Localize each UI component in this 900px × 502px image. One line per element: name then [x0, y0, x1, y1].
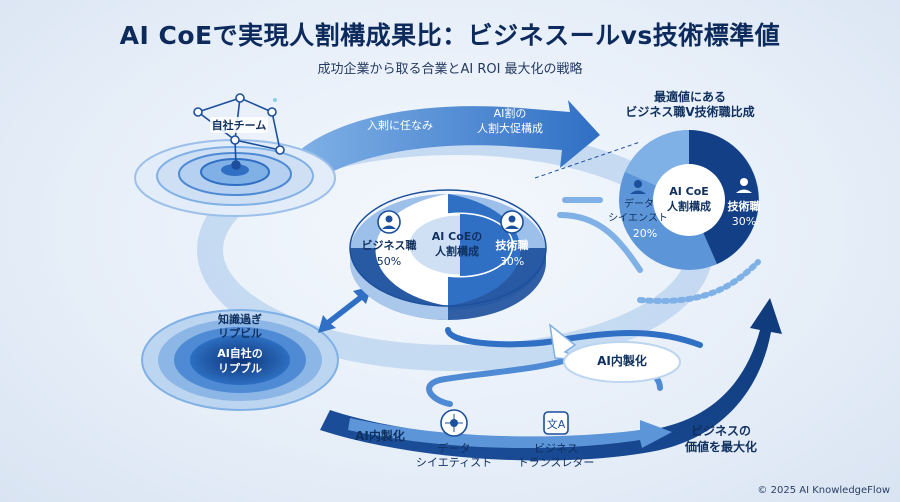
tech-person-icon — [500, 210, 524, 234]
center-title-2: 人割構成 — [435, 245, 479, 258]
data-scientist-label-1: データ — [437, 442, 471, 455]
optimal-title-1: AI CoE — [669, 185, 709, 198]
arrow-right-text-2: 人割大促構成 — [477, 122, 543, 135]
tech-label: 技術職 — [495, 239, 529, 252]
business-pct: 50% — [376, 255, 402, 268]
scientist-icon — [630, 180, 646, 194]
ripple-outer-2: リプビル — [218, 327, 262, 340]
business-label: ビジネス職 — [361, 239, 417, 252]
tech-pct: 30% — [499, 255, 525, 268]
svg-text:文A: 文A — [547, 417, 566, 431]
optimal-title-2: 人割構成 — [667, 200, 711, 213]
callout-line — [534, 141, 641, 179]
optimal-heading-1: 最適値にある — [653, 90, 726, 104]
inhouse-right-label: AI内製化 — [597, 354, 647, 368]
maximize-label-2: 価値を最大化 — [684, 440, 757, 454]
center-ring — [349, 189, 547, 320]
optimal-tech-pct: 30% — [731, 215, 757, 228]
ds-pct: 20% — [632, 227, 658, 240]
optimal-heading-2: ビジネス職V技術職比成 — [625, 105, 755, 119]
arrow-left-text: 入剌に任なみ — [367, 119, 433, 132]
flow-lines — [426, 197, 761, 407]
page-subtitle: 成功企業から取る合業とAI ROI 最大化の戦略 — [317, 62, 583, 77]
engineer-icon — [736, 178, 752, 193]
double-arrow — [318, 286, 372, 333]
ripple-inner-2: リプブル — [218, 362, 262, 375]
optimal-tech-label: 技術職 — [727, 200, 761, 213]
top-arrow — [300, 100, 600, 178]
ds-label-2: シイエンスト — [608, 213, 668, 224]
network-icon — [193, 93, 285, 170]
inhouse-badge — [563, 341, 681, 383]
translator-label-1: ビジネス — [534, 442, 578, 455]
arrow-right-text-1: AI割の — [493, 107, 527, 120]
center-title-1: AI CoEの — [431, 230, 483, 243]
team-label: 自社チーム — [211, 119, 267, 132]
inhouse-left-label: AI内製化 — [355, 429, 405, 443]
ripple-outer-1: 知識過ぎ — [218, 313, 262, 326]
copyright-footer: © 2025 AI KnowledgeFlow — [757, 485, 890, 496]
business-person-icon — [377, 210, 401, 234]
maximize-label-1: ビジネスの — [690, 424, 751, 438]
translator-label-2: トランスレター — [517, 456, 595, 469]
data-scientist-icon — [440, 409, 468, 437]
page-title: AI CoEで実現人割構成果比：ビジネスールvs技術標準値 — [119, 21, 781, 50]
data-scientist-label-2: シイエティスト — [415, 456, 493, 469]
ds-label-1: データ — [624, 199, 654, 210]
internal-ripple-rings — [141, 309, 339, 411]
optimal-donut — [619, 130, 759, 270]
bottom-arrow — [348, 418, 672, 449]
ripple-inner-1: AI自社の — [217, 347, 263, 360]
translator-icon: 文A — [543, 411, 569, 435]
